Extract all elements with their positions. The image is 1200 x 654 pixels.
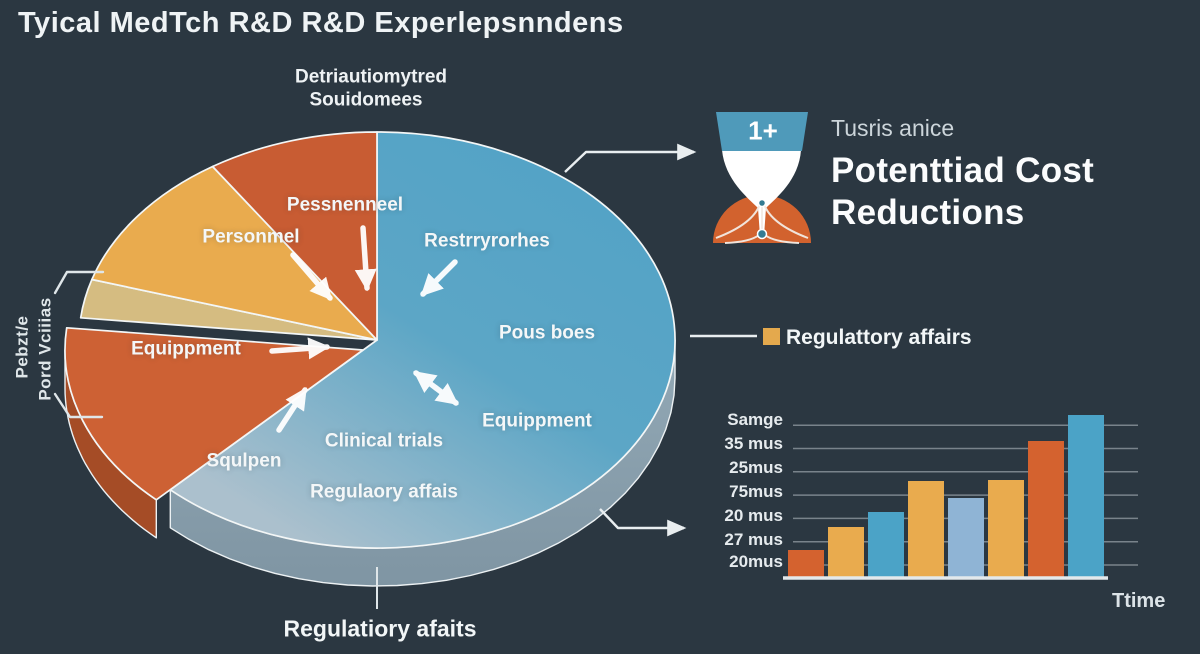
hourglass-funnel (722, 150, 801, 236)
hourglass-top-band (716, 112, 808, 151)
arrow-pessnenneel (354, 225, 377, 292)
bar (1068, 415, 1104, 578)
pie-label-regulaory-affais: Regulaory affais (310, 481, 458, 503)
bar (1028, 441, 1064, 578)
bar-y-tick-6: 20mus (729, 552, 783, 571)
pie-subtitle-line-2: Souidomees (309, 89, 423, 111)
pie-chart (64, 131, 676, 587)
arrow-equippment-blue-b (433, 382, 459, 406)
pie-label-pous-boes: Pous boes (498, 322, 596, 344)
pie-bottom-caption: Regulatiory afaits (283, 615, 477, 642)
bar (868, 512, 904, 578)
right-panel-title-line-1: Potenttiad Cost (831, 151, 1095, 190)
bar-y-tick-1: 35 mus (724, 434, 783, 453)
bar-x-axis-label: Ttime (1112, 590, 1166, 612)
connector-arrows (564, 143, 697, 537)
bar-chart (788, 415, 1138, 578)
arrow-squlpen (276, 387, 308, 433)
bar (948, 498, 984, 578)
bar-y-tick-2: 25mus (729, 458, 783, 477)
bar-y-tick-5: 27 mus (724, 530, 783, 549)
pie-subtitle-line-1: Detriautiomytred (294, 66, 448, 88)
pie-slice (91, 165, 378, 341)
arrow-equippment-blue-a (413, 370, 439, 394)
pie-slice (169, 131, 676, 549)
left-bracket-decoration (53, 270, 105, 419)
hourglass-badge: 1+ (748, 115, 778, 146)
bar-y-tick-4: 20 mus (724, 506, 783, 525)
arrow-restrryrorhes (420, 259, 458, 297)
arrow-equippment-left (269, 337, 331, 360)
pie-slice (64, 326, 364, 501)
pie-label-clinical-trials: Clinical trials (324, 430, 444, 452)
bar (988, 480, 1024, 578)
hourglass-icon (713, 112, 811, 244)
bar (828, 527, 864, 578)
arrow-to-hourglass (564, 143, 697, 173)
pie-annotation-arrows (269, 225, 459, 433)
legend-swatch (763, 328, 780, 345)
pie-label-restrryrorhes: Restrryrorhes (424, 230, 550, 252)
bar (788, 550, 824, 578)
pie-label-personmel: Personmel (202, 226, 300, 248)
pie-side-label-line-2: Pord Vciiias (35, 297, 55, 401)
arrow-personmel (290, 252, 333, 301)
page-title: Tyical MedTch R&D R&D Experlepsnndens (18, 7, 624, 39)
pie-label-equippment-left: Equippment (131, 338, 241, 360)
bar (908, 481, 944, 578)
pie-label-equippment-blue: Equippment (482, 410, 592, 432)
bar-y-tick-3: 75mus (729, 482, 783, 501)
legend-label: Regulattory affairs (786, 326, 972, 349)
pie-label-squlpen: Squlpen (206, 450, 282, 472)
pie-label-pessnenneel: Pessnenneel (286, 194, 404, 216)
right-panel-title-line-2: Reductions (831, 193, 1025, 232)
arrow-to-bar-chart (599, 508, 687, 537)
bar-y-tick-0: Samge (727, 410, 783, 429)
pie-slice (211, 131, 378, 341)
right-panel-eyebrow: Tusris anice (831, 115, 955, 141)
pie-side-label-line-1: Pebzt/e (12, 315, 32, 379)
